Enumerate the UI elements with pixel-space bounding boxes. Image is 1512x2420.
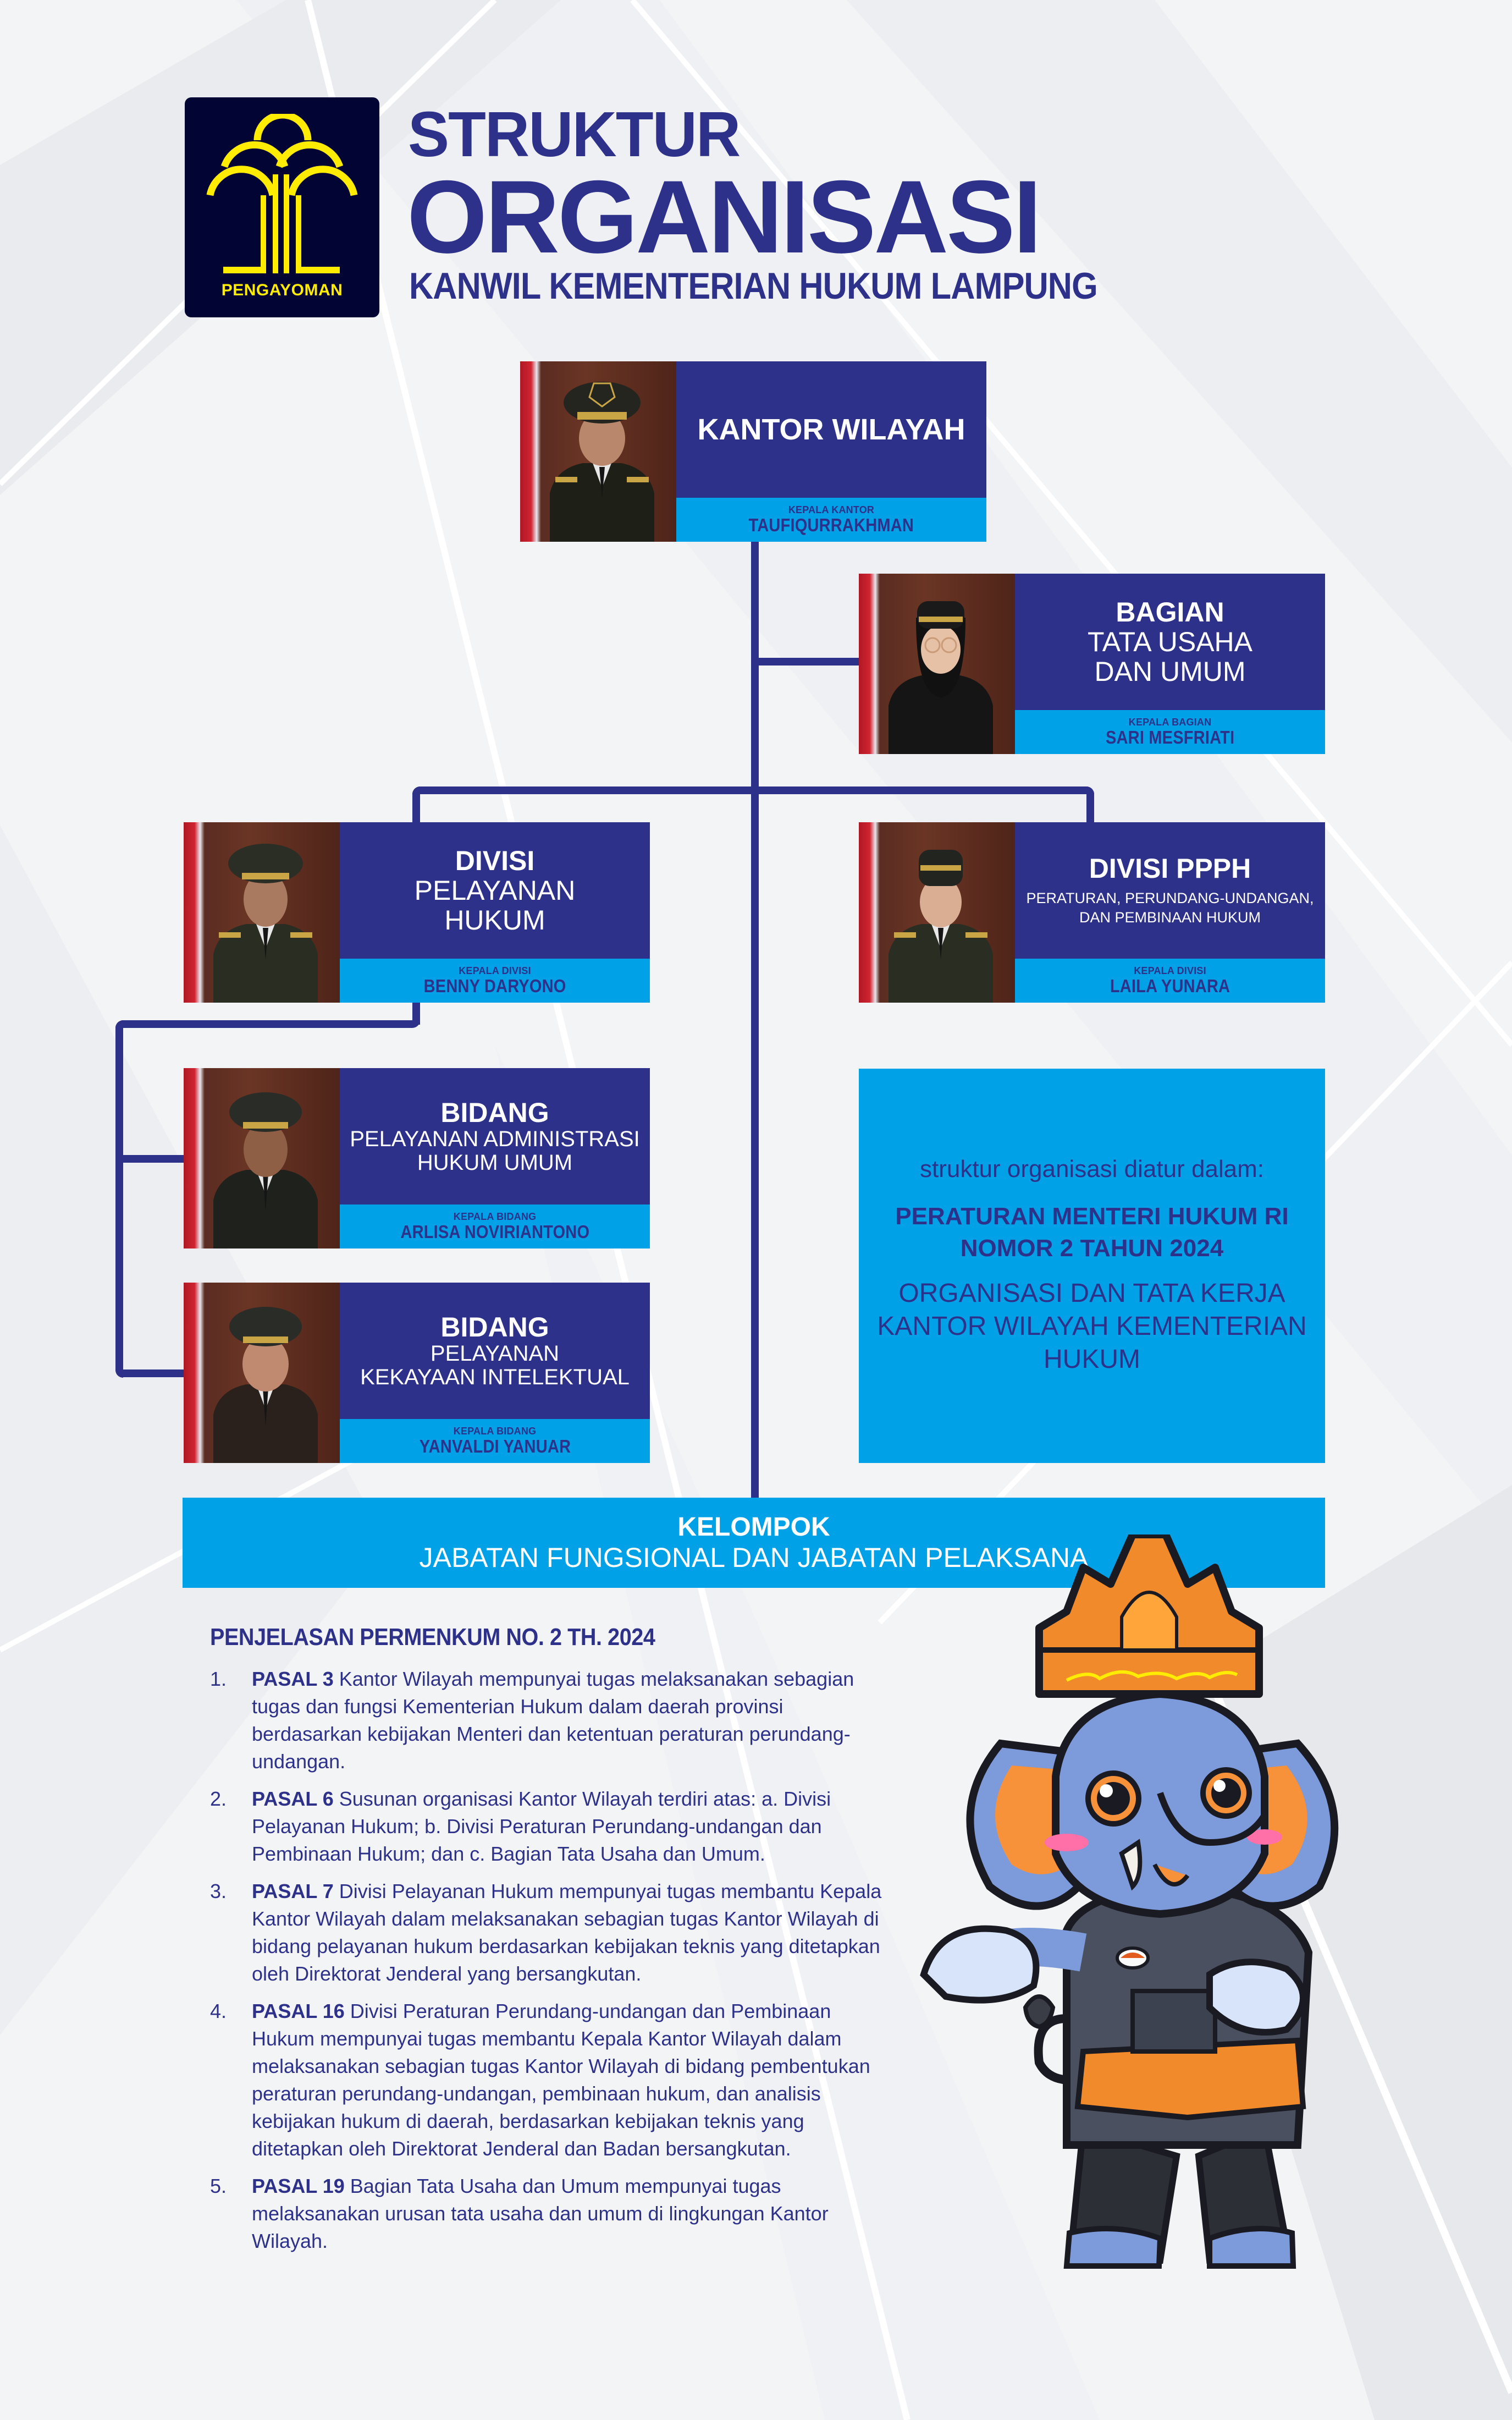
pengayoman-tree-icon xyxy=(206,114,358,273)
unit-title: BIDANG xyxy=(440,1097,549,1128)
pasal-text: Susunan organisasi Kantor Wilayah terdir… xyxy=(252,1788,831,1865)
unit-subtitle-2: DAN UMUM xyxy=(1094,656,1246,687)
kelompok-subtitle: JABATAN FUNGSIONAL DAN JABATAN PELAKSANA xyxy=(419,1542,1089,1573)
unit-title: DIVISI xyxy=(455,845,535,876)
unit-subtitle-1: PERATURAN, PERUNDANG-UNDANGAN, xyxy=(1026,889,1314,906)
card-bidang-ki: BIDANG PELAYANAN KEKAYAAN INTELEKTUAL KE… xyxy=(184,1283,650,1463)
regulation-desc-3: HUKUM xyxy=(1043,1344,1140,1374)
branch-bidang-2 xyxy=(115,1370,184,1377)
photo-kepala-bidang-ki xyxy=(184,1283,340,1463)
role-label: KEPALA BIDANG xyxy=(453,1426,537,1437)
pasal-text: Bagian Tata Usaha dan Umum mempunyai tug… xyxy=(252,2175,829,2252)
title-line-1: STRUKTUR xyxy=(408,98,741,170)
official-name: TAUFIQURRAKHMAN xyxy=(748,515,914,536)
branch-divisi-ppph-drop xyxy=(1086,787,1094,822)
pasal-label: PASAL 16 xyxy=(252,2000,345,2022)
role-label: KEPALA DIVISI xyxy=(1134,965,1206,977)
list-item: 2. PASAL 6 Susunan organisasi Kantor Wil… xyxy=(210,1788,831,1865)
regulation-desc-2: KANTOR WILAYAH KEMENTERIAN xyxy=(877,1311,1307,1341)
official-name: BENNY DARYONO xyxy=(423,976,566,997)
role-label: KEPALA BIDANG xyxy=(453,1211,537,1223)
unit-title: BAGIAN xyxy=(1116,597,1224,628)
branch-ph-down xyxy=(412,1003,420,1025)
unit-subtitle-2: HUKUM UMUM xyxy=(417,1151,573,1175)
role-label: KEPALA KANTOR xyxy=(788,504,875,516)
person-portrait-icon xyxy=(889,601,993,754)
photo-kepala-bidang-pahu xyxy=(184,1068,340,1248)
branch-bagian xyxy=(751,658,859,666)
card-divisi-ppph: DIVISI PPPH PERATURAN, PERUNDANG-UNDANGA… xyxy=(859,822,1325,1003)
explanation-heading: PENJELASAN PERMENKUM NO. 2 TH. 2024 xyxy=(210,1624,655,1651)
regulation-desc-1: ORGANISASI DAN TATA KERJA xyxy=(898,1278,1285,1308)
pasal-text: Divisi Peraturan Perundang-undangan dan … xyxy=(252,2000,870,2160)
card-bidang-pahu: BIDANG PELAYANAN ADMINISTRASI HUKUM UMUM… xyxy=(184,1068,650,1248)
ministry-logo: PENGAYOMAN xyxy=(185,97,379,317)
card-divisi-pelayanan-hukum: DIVISI PELAYANAN HUKUM KEPALA DIVISI BEN… xyxy=(184,822,650,1003)
unit-subtitle-1: PELAYANAN xyxy=(414,875,576,906)
official-name: LAILA YUNARA xyxy=(1110,976,1230,997)
photo-kepala-bagian xyxy=(859,574,1015,754)
branch-divisi-horizontal xyxy=(412,787,1094,794)
official-name: ARLISA NOVIRIANTONO xyxy=(400,1222,589,1242)
regulation-info-box: struktur organisasi diatur dalam: PERATU… xyxy=(859,1069,1325,1463)
pasal-list: 1. PASAL 3 Kantor Wilayah mempunyai tuga… xyxy=(210,1665,925,2255)
branch-ph-horizontal xyxy=(115,1020,420,1028)
elephant-mascot-icon xyxy=(920,1535,1339,2269)
title-line-2: ORGANISASI xyxy=(407,159,1042,274)
unit-subtitle-1: TATA USAHA xyxy=(1087,626,1253,657)
unit-subtitle-2: HUKUM xyxy=(444,905,545,936)
explanation-section: PENJELASAN PERMENKUM NO. 2 TH. 2024 1. P… xyxy=(210,1624,925,2265)
list-item: 3. PASAL 7 Divisi Pelayanan Hukum mempun… xyxy=(210,1880,882,1985)
person-portrait-icon xyxy=(213,1307,318,1463)
pasal-text: Divisi Pelayanan Hukum mempunyai tugas m… xyxy=(252,1880,882,1985)
pasal-label: PASAL 7 xyxy=(252,1880,334,1902)
regulation-intro: struktur organisasi diatur dalam: xyxy=(919,1156,1265,1183)
unit-subtitle-2: KEKAYAAN INTELEKTUAL xyxy=(360,1365,630,1389)
person-portrait-icon xyxy=(889,850,993,1003)
unit-subtitle-1: PELAYANAN xyxy=(430,1341,560,1366)
regulation-description: ORGANISASI DAN TATA KERJA KANTOR WILAYAH… xyxy=(877,1277,1306,1376)
list-item: 1. PASAL 3 Kantor Wilayah mempunyai tuga… xyxy=(210,1668,854,1773)
person-portrait-icon xyxy=(213,844,318,1003)
official-name: YANVALDI YANUAR xyxy=(419,1436,571,1457)
card-kantor-wilayah: KANTOR WILAYAH KEPALA KANTOR TAUFIQURRAK… xyxy=(520,361,986,542)
photo-kepala-divisi-ppph xyxy=(859,822,1015,1003)
subtitle-kanwil: KANWIL KEMENTERIAN HUKUM LAMPUNG xyxy=(409,265,1098,307)
official-name: SARI MESFRIATI xyxy=(1105,727,1235,748)
branch-divisi-ph-drop xyxy=(412,787,420,822)
regulation-title: PERATURAN MENTERI HUKUM RI NOMOR 2 TAHUN… xyxy=(895,1201,1288,1263)
unit-subtitle-1: PELAYANAN ADMINISTRASI xyxy=(350,1126,640,1151)
pasal-text: Kantor Wilayah mempunyai tugas melaksana… xyxy=(252,1668,854,1773)
pasal-label: PASAL 6 xyxy=(252,1788,334,1810)
photo-kepala-kantor xyxy=(520,361,676,542)
unit-title: DIVISI PPPH xyxy=(1089,853,1251,884)
regulation-line-1: PERATURAN MENTERI HUKUM RI xyxy=(895,1203,1289,1230)
role-label: KEPALA DIVISI xyxy=(459,965,531,977)
unit-title: KANTOR WILAYAH xyxy=(697,413,965,446)
unit-title: BIDANG xyxy=(440,1311,549,1343)
person-portrait-icon xyxy=(550,382,654,542)
role-label: KEPALA BAGIAN xyxy=(1128,717,1212,728)
photo-kepala-divisi-ph xyxy=(184,822,340,1003)
branch-bidang-1 xyxy=(115,1155,184,1163)
logo-label: PENGAYOMAN xyxy=(221,281,343,299)
kelompok-title: KELOMPOK xyxy=(677,1512,830,1542)
trunk-line xyxy=(751,542,759,1498)
bidang-bracket-vertical xyxy=(115,1020,123,1378)
unit-subtitle-2: DAN PEMBINAAN HUKUM xyxy=(1079,909,1261,926)
regulation-line-2: NOMOR 2 TAHUN 2024 xyxy=(960,1234,1224,1262)
pasal-label: PASAL 19 xyxy=(252,2175,345,2197)
card-bagian-tata-usaha: BAGIAN TATA USAHA DAN UMUM KEPALA BAGIAN… xyxy=(859,574,1325,754)
list-item: 5. PASAL 19 Bagian Tata Usaha dan Umum m… xyxy=(210,2175,829,2252)
person-portrait-icon xyxy=(213,1092,318,1248)
pasal-label: PASAL 3 xyxy=(252,1668,334,1690)
list-item: 4. PASAL 16 Divisi Peraturan Perundang-u… xyxy=(210,2000,870,2160)
